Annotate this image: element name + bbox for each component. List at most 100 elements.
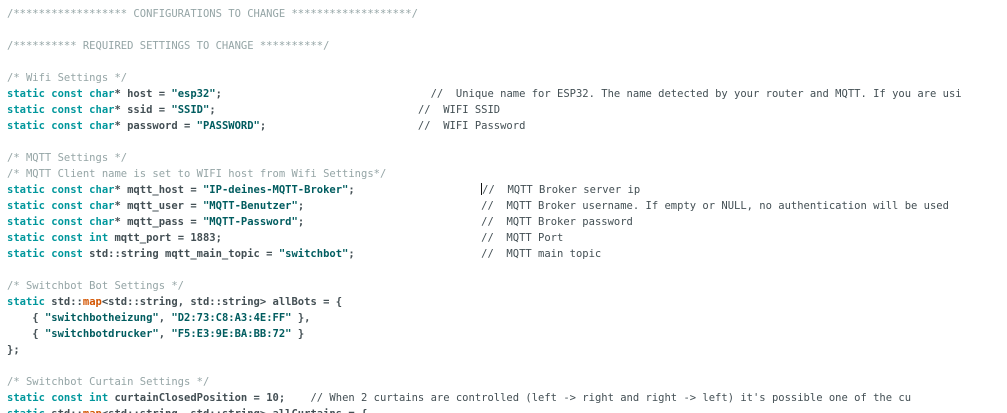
code-text: ; [259,120,267,132]
code-comment: // MQTT main topic [481,248,602,260]
code-string: "switchbotheizung" [44,312,159,324]
code-keyword: static const char [7,184,115,196]
code-string: "esp32" [171,88,216,100]
code-line: }; [7,342,1007,358]
code-text: ; [348,248,355,260]
code-line [7,262,1007,278]
code-string: "MQTT-Password" [202,216,298,228]
code-spacing [304,200,481,212]
code-text: , [158,328,172,340]
code-line: static const char* mqtt_user = "MQTT-Ben… [7,198,1007,214]
code-text: * password = [114,120,197,132]
code-keyword: static [7,296,45,308]
code-comment: // WIFI SSID [417,104,501,116]
code-string: "IP-deines-MQTT-Broker" [202,184,349,196]
code-comment: // MQTT Port [481,232,564,244]
code-line: { "switchbotheizung", "D2:73:C8:A3:4E:FF… [7,310,1007,326]
code-keyword: static [7,408,45,413]
code-spacing [304,216,481,228]
code-string: "SSID" [171,104,210,116]
code-line [7,22,1007,38]
code-line: { "switchbotdrucker", "F5:E3:9E:BA:BB:72… [7,326,1007,342]
code-function: map [83,408,102,413]
code-line: /********** REQUIRED SETTINGS TO CHANGE … [7,38,1007,54]
code-text: <std::string, std::string> allBots = { [101,296,343,308]
code-text: ; [297,216,305,228]
code-line: static const char* password = "PASSWORD"… [7,118,1007,134]
code-text: curtainClosedPosition = 10; [108,392,286,404]
code-comment: // When 2 curtains are controlled (left … [310,392,912,404]
code-function: map [82,296,102,308]
code-line: static const char* mqtt_host = "IP-deine… [7,182,1007,198]
code-spacing [216,104,418,116]
code-line: static const std::string mqtt_main_topic… [7,246,1007,262]
code-keyword: static const int [7,232,109,244]
code-keyword: static const char [7,120,115,132]
code-line: static std::map<std::string, std::string… [7,294,1007,310]
code-text: <std::string, std::string> allCurtains =… [102,408,368,413]
code-text: ; [215,88,222,100]
code-comment: /* Wifi Settings */ [7,72,128,84]
code-text: }, [291,312,311,324]
code-text: * mqtt_pass = [114,216,203,228]
code-comment: /********** REQUIRED SETTINGS TO CHANGE … [7,40,330,52]
code-text: mqtt_port = 1883; [108,232,222,244]
code-keyword: static const char [7,104,115,116]
code-text: * host = [114,88,172,100]
code-line: static const char* host = "esp32"; // Un… [7,86,1007,102]
code-comment: // MQTT Broker username. If empty or NUL… [481,200,949,212]
code-text: std:: [44,296,83,308]
code-line: static const char* mqtt_pass = "MQTT-Pas… [7,214,1007,230]
code-line [7,358,1007,374]
code-string: "F5:E3:9E:BA:BB:72" [171,328,292,340]
code-text: * mqtt_host = [114,184,203,196]
code-text: * mqtt_user = [114,200,203,212]
code-text: * ssid = [114,104,172,116]
code-comment: /* MQTT Client name is set to WIFI host … [7,168,387,180]
code-keyword: static const char [7,216,115,228]
code-string: "PASSWORD" [196,120,260,132]
code-text: { [7,328,45,340]
code-comment: // MQTT Broker password [481,216,633,228]
code-keyword: static const int [7,392,109,404]
code-line [7,54,1007,70]
code-comment: // WIFI Password [417,120,526,132]
code-spacing [355,248,481,260]
code-spacing [222,88,431,100]
code-line: /* Wifi Settings */ [7,70,1007,86]
code-line: /* MQTT Client name is set to WIFI host … [7,166,1007,182]
code-line: static const char* ssid = "SSID"; // WIF… [7,102,1007,118]
code-spacing [266,120,418,132]
code-keyword: static const char [7,200,115,212]
code-comment: /* Switchbot Curtain Settings */ [7,376,210,388]
code-text: ; [297,200,305,212]
code-string: "MQTT-Benutzer" [202,200,298,212]
code-keyword: static const [7,248,83,260]
code-line: static const int curtainClosedPosition =… [7,390,1007,406]
code-line: /* Switchbot Bot Settings */ [7,278,1007,294]
code-line [7,134,1007,150]
code-spacing [355,184,481,196]
code-comment: /* MQTT Settings */ [7,152,128,164]
code-string: "D2:73:C8:A3:4E:FF" [171,312,292,324]
code-comment: /* Switchbot Bot Settings */ [7,280,185,292]
code-spacing [285,392,310,404]
code-text: ; [348,184,355,196]
code-text: , [158,312,172,324]
text-caret [481,183,483,195]
code-comment: // MQTT Broker server ip [482,184,641,196]
code-text: { [7,312,45,324]
code-line: /****************** CONFIGURATIONS TO CH… [7,6,1007,22]
code-text: ; [209,104,216,116]
code-comment: /****************** CONFIGURATIONS TO CH… [7,8,418,20]
code-text: } [291,328,305,340]
code-line: static const int mqtt_port = 1883; // MQ… [7,230,1007,246]
code-line: /* MQTT Settings */ [7,150,1007,166]
code-spacing [222,232,481,244]
code-text: }; [7,344,20,356]
code-string: "switchbotdrucker" [44,328,159,340]
code-keyword: static const char [7,88,115,100]
code-line: /* Switchbot Curtain Settings */ [7,374,1007,390]
code-line: static std::map<std::string, std::string… [7,406,1007,413]
